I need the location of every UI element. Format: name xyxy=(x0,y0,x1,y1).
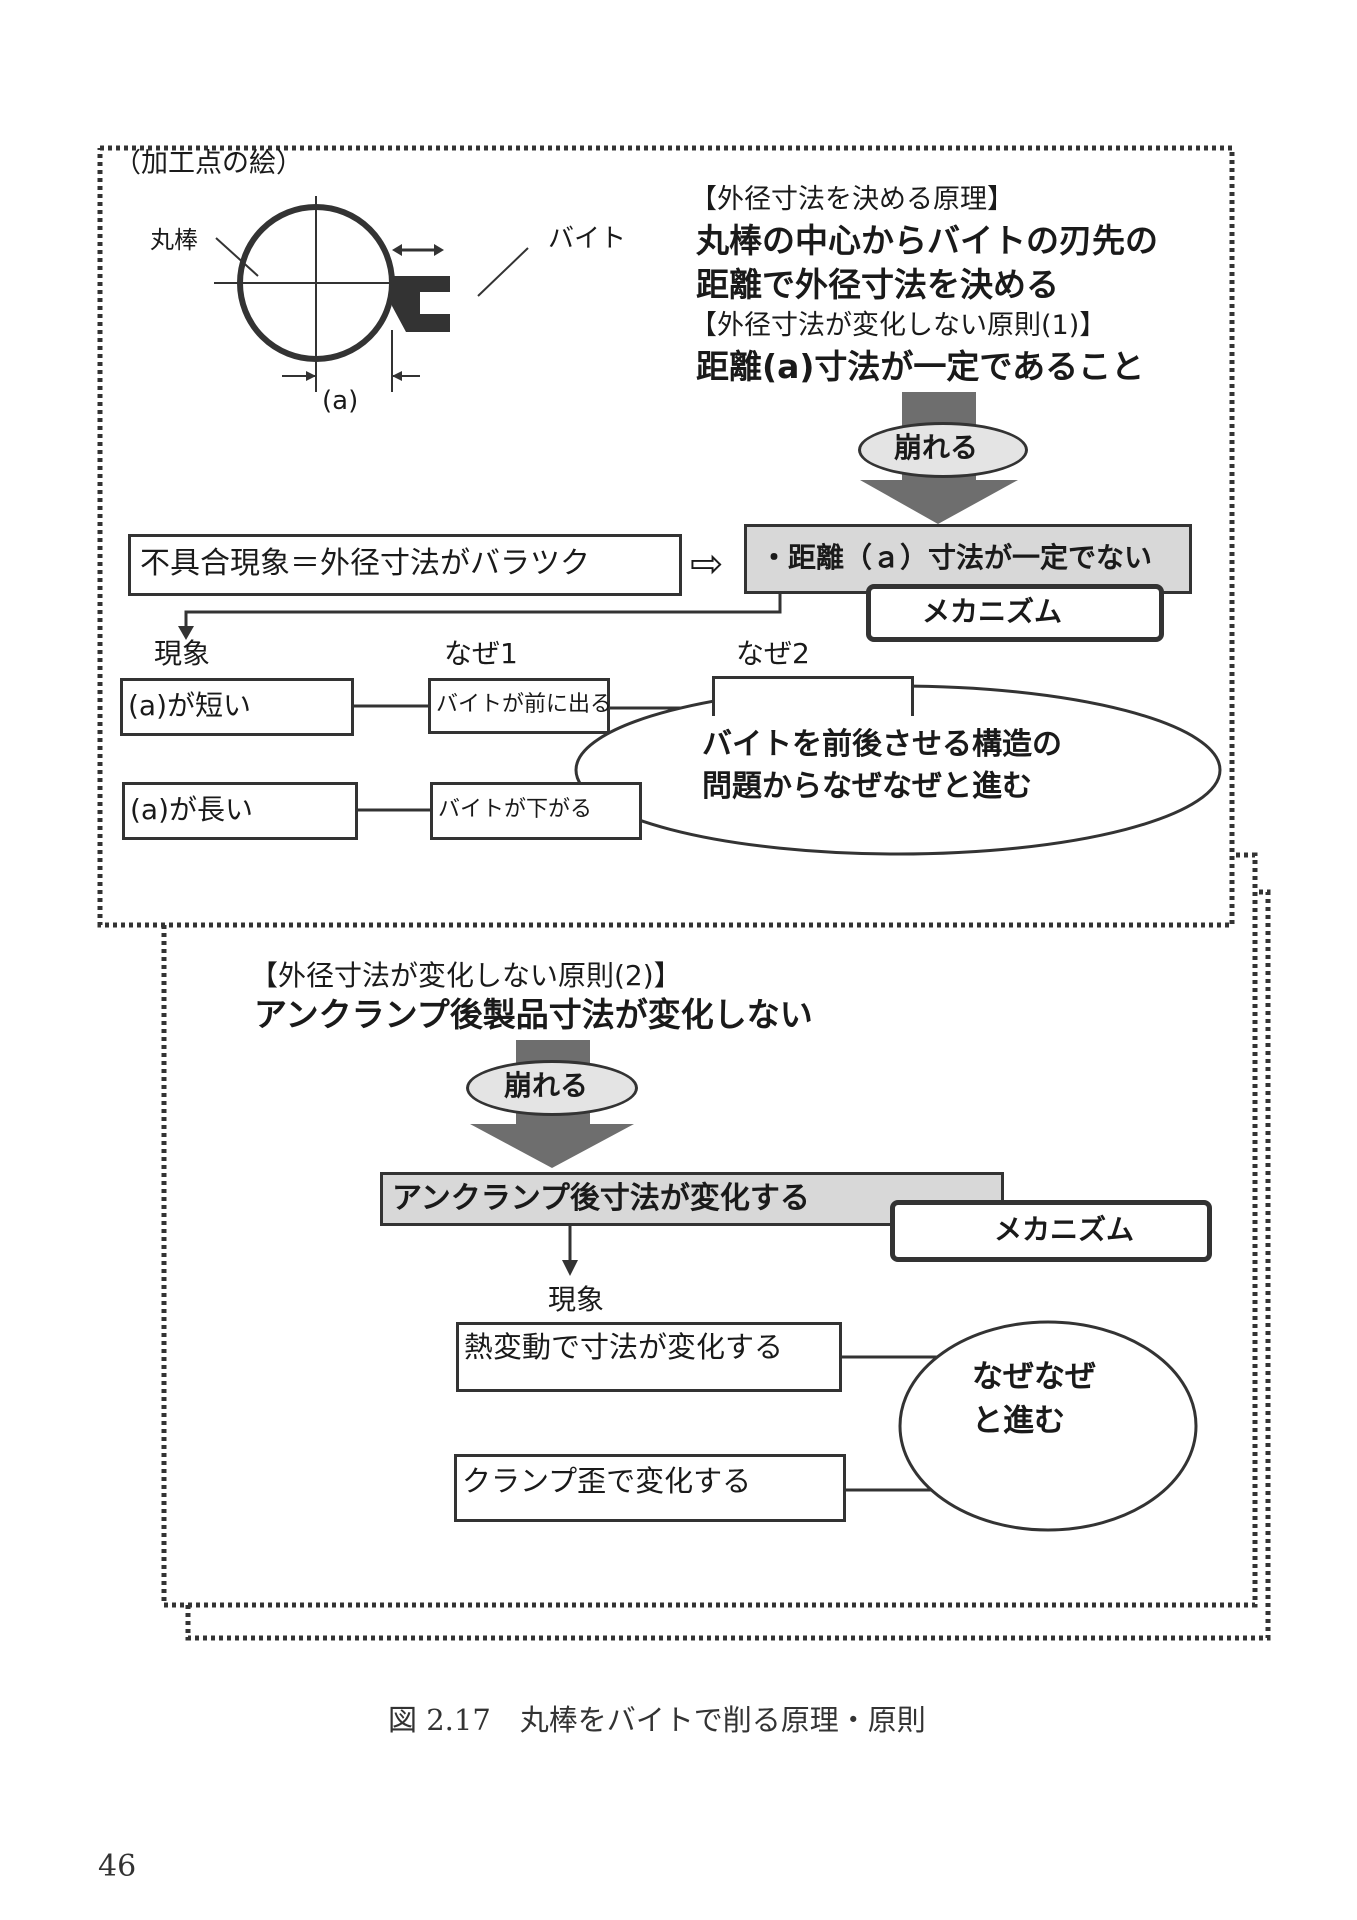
row1-phenomenon-box xyxy=(120,678,354,736)
bottom-row2: クランプ歪で変化する xyxy=(462,1464,752,1498)
bottom-row2-box xyxy=(454,1454,846,1522)
bar-label: 丸棒 xyxy=(150,226,198,254)
mechanism-cause-text-bottom: アンクランプ後寸法が変化する xyxy=(392,1181,810,1216)
rule1-text: 距離(a)寸法が一定であること xyxy=(696,347,1145,386)
tool-leader xyxy=(477,247,529,297)
tool-label: バイト xyxy=(548,224,627,254)
row2-phenomenon-box xyxy=(122,782,358,840)
row2-phenomenon: (a)が長い xyxy=(130,793,254,826)
bottom-dotted-frame xyxy=(161,852,1258,1608)
row1-phenomenon: (a)が短い xyxy=(128,689,252,722)
dimension-a-label: (a) xyxy=(322,386,359,416)
bar-leader xyxy=(215,237,259,277)
rule2-heading: 【外径寸法が変化しない原則(2)】 xyxy=(250,959,682,992)
bottom-row1: 熱変動で寸法が変化する xyxy=(464,1330,784,1364)
rule1-heading: 【外径寸法が変化しない原則(1)】 xyxy=(690,310,1107,341)
principle-heading: 【外径寸法を決める原理】 xyxy=(690,184,1014,215)
defect-box xyxy=(128,534,682,596)
mechanism-label-bottom: メカニズム xyxy=(994,1213,1135,1246)
bottom-row1-box xyxy=(456,1322,842,1392)
circle-line1: なぜなぜ xyxy=(972,1359,1096,1395)
principle-line2: 距離で外径寸法を決める xyxy=(696,265,1059,304)
principle-line1: 丸棒の中心からバイトの刃先の xyxy=(696,221,1158,260)
collapse-badge-top xyxy=(858,422,1028,478)
mechanism-box-bottom xyxy=(890,1200,1212,1262)
ellipse-line2: 問題からなぜなぜと進む xyxy=(702,769,1032,804)
tool-shape xyxy=(392,276,450,332)
defect-text: 不具合現象＝外径寸法がバラツク xyxy=(140,546,590,581)
bottom-dotted-frame-outer xyxy=(185,889,1271,1641)
col-phenomenon: 現象 xyxy=(154,637,211,670)
row1-why1: バイトが前に出る xyxy=(436,692,613,717)
circle-line2: と進む xyxy=(972,1403,1065,1439)
mechanism-cause-text: ・距離（ａ）寸法が一定でない xyxy=(760,541,1153,574)
right-arrow-icon: ⇨ xyxy=(690,541,724,587)
collapse-badge-bottom xyxy=(466,1060,638,1116)
mechanism-label: メカニズム xyxy=(922,595,1063,628)
collapse-label-top: 崩れる xyxy=(894,431,979,464)
col-why1: なぜ1 xyxy=(444,637,518,670)
collapse-label-bottom: 崩れる xyxy=(504,1069,589,1102)
rule2-text: アンクランプ後製品寸法が変化しない xyxy=(254,995,813,1034)
ellipse-line1: バイトを前後させる構造の xyxy=(702,727,1062,762)
why-circle xyxy=(898,1320,1198,1532)
drawing-caption: （加工点の絵） xyxy=(114,148,303,179)
row2-why1-box xyxy=(430,782,642,840)
page-number: 46 xyxy=(98,1849,137,1884)
figure-caption: 図 2.17 丸棒をバイトで削る原理・原則 xyxy=(388,1703,926,1737)
col-why2: なぜ2 xyxy=(736,637,810,670)
top-dotted-frame xyxy=(97,145,1235,928)
row1-why2-box xyxy=(712,676,914,716)
row1-why1-box xyxy=(428,678,610,734)
row2-why1: バイトが下がる xyxy=(438,797,593,822)
col-phenomenon-bottom: 現象 xyxy=(548,1283,605,1316)
mechanism-box xyxy=(866,584,1164,642)
